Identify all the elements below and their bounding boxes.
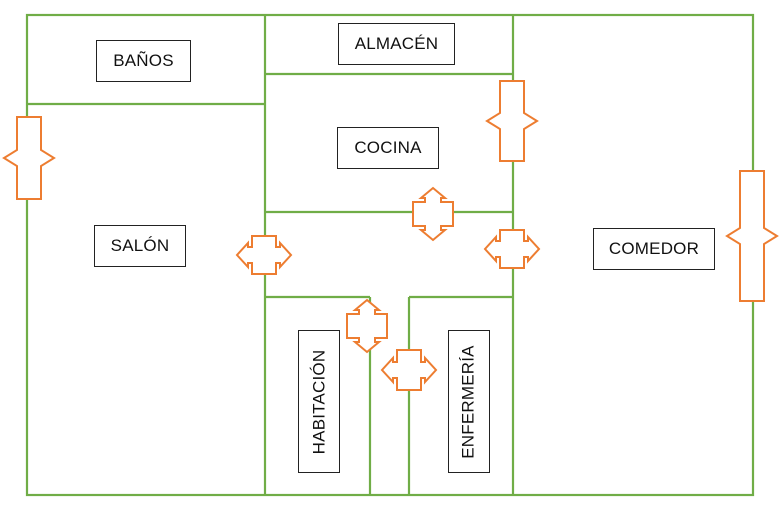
door-enfermeria-icon	[380, 349, 438, 391]
room-label-habitacion: HABITACIÓN	[298, 330, 340, 473]
room-name: BAÑOS	[113, 51, 174, 70]
room-label-enfermeria: ENFERMERÍA	[448, 330, 490, 473]
room-label-salon: SALÓN	[94, 225, 186, 267]
doors	[2, 80, 779, 391]
door-habitacion-icon	[346, 298, 388, 354]
door-exterior-west-icon	[2, 116, 56, 200]
room-name: ENFERMERÍA	[459, 344, 478, 459]
room-label-almacen: ALMACÉN	[338, 23, 455, 65]
room-name: ALMACÉN	[354, 34, 439, 53]
room-name: HABITACIÓN	[309, 349, 329, 454]
room-label-cocina: COCINA	[337, 127, 439, 169]
door-cocina-hall-icon	[412, 186, 454, 242]
room-name: SALÓN	[110, 236, 170, 255]
door-cocina-comedor-icon	[485, 80, 539, 162]
door-salon-hall-icon	[235, 235, 293, 275]
room-label-banos: BAÑOS	[96, 40, 191, 82]
door-hall-comedor-icon	[483, 229, 541, 269]
room-label-comedor: COMEDOR	[593, 228, 715, 270]
room-name: COCINA	[354, 138, 422, 157]
room-name: COMEDOR	[608, 239, 700, 258]
door-exterior-east-icon	[725, 170, 779, 302]
